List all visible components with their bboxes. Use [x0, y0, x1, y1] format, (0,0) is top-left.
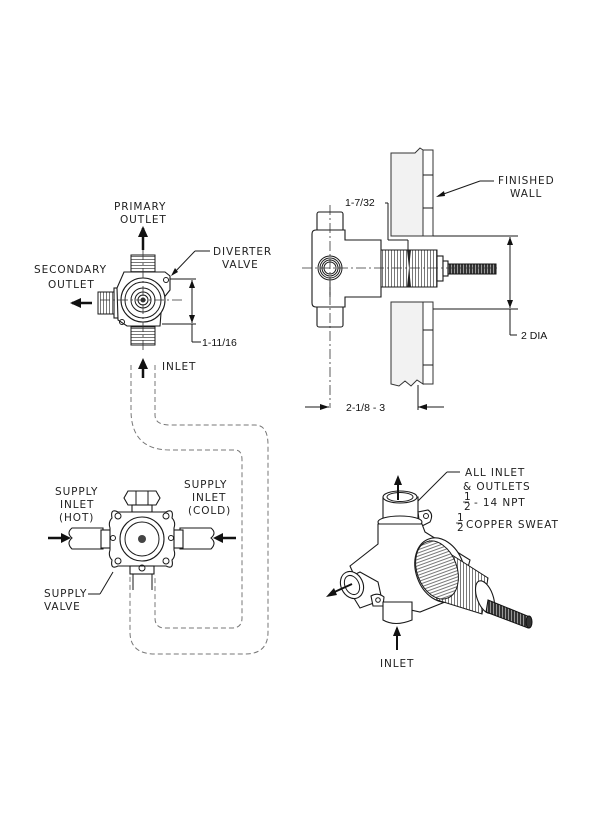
secondary-outlet-arrow-icon: [70, 298, 92, 308]
supply-cold-label-line2: INLET: [192, 492, 226, 504]
diverter-valve-label-line2: VALVE: [222, 259, 259, 271]
primary-outlet-arrow-icon: [138, 226, 148, 250]
supply-cold-label-line3: (COLD): [188, 505, 231, 517]
supply-cold-label-line1: SUPPLY: [184, 479, 227, 491]
isometric-view: ALL INLET & OUTLETS 1 2 - 14 NPT 1 2 COP…: [326, 467, 559, 670]
finished-wall-label-line2: WALL: [510, 188, 542, 200]
iso-inlet-label: INLET: [380, 658, 414, 670]
supply-valve-label-line1: SUPPLY: [44, 588, 87, 600]
fraction-half-1: 1 2: [463, 491, 472, 513]
primary-outlet-label-line2: OUTLET: [120, 214, 167, 226]
inlet-arrow-icon: [138, 358, 148, 378]
diameter-dimension: 2 DIA: [521, 330, 547, 342]
iso-inlet-arrow-icon: [393, 626, 401, 650]
secondary-outlet-label-line1: SECONDARY: [34, 264, 107, 276]
svg-text:1: 1: [464, 491, 472, 503]
npt-spec: - 14 NPT: [474, 497, 526, 509]
wall-thickness-dimension: 1-7/32: [345, 197, 375, 209]
supply-hot-label-line2: INLET: [60, 499, 94, 511]
primary-outlet-label-line1: PRIMARY: [114, 201, 166, 213]
supply-hot-label-line3: (HOT): [59, 512, 94, 524]
fraction-half-2: 1 2: [456, 512, 465, 534]
diverter-valve-label-line1: DIVERTER: [213, 246, 272, 258]
depth-dimension: 2-1/8 - 3: [346, 402, 385, 414]
supply-valve-label-line2: VALVE: [44, 601, 81, 613]
hot-inlet-arrow-icon: [48, 533, 71, 543]
svg-text:1: 1: [457, 512, 465, 524]
iso-outlet-left-arrow-icon: [326, 583, 353, 597]
inlet-label-top: INLET: [162, 361, 196, 373]
connections-note-line2: & OUTLETS: [463, 481, 531, 493]
diverter-front-view: PRIMARY OUTLET SECONDARY OUTLET: [34, 201, 272, 378]
finished-wall-label-line1: FINISHED: [498, 175, 555, 187]
svg-text:2: 2: [464, 501, 472, 513]
iso-outlet-up-arrow-icon: [394, 475, 402, 500]
supply-valve-view: SUPPLY INLET (HOT) SUPPLY INLET (COLD): [44, 479, 236, 613]
side-wall-view: FINISHED WALL 1-7/32: [302, 147, 555, 414]
dashed-pipe-connection: [129, 365, 269, 655]
secondary-outlet-label-line2: OUTLET: [48, 279, 95, 291]
cold-inlet-arrow-icon: [213, 533, 236, 543]
sweat-spec: COPPER SWEAT: [466, 519, 559, 531]
supply-hot-label-line1: SUPPLY: [55, 486, 98, 498]
svg-text:2: 2: [457, 522, 465, 534]
connections-note-line1: ALL INLET: [465, 467, 525, 479]
diverter-height-dimension: 1-11/16: [202, 337, 237, 349]
